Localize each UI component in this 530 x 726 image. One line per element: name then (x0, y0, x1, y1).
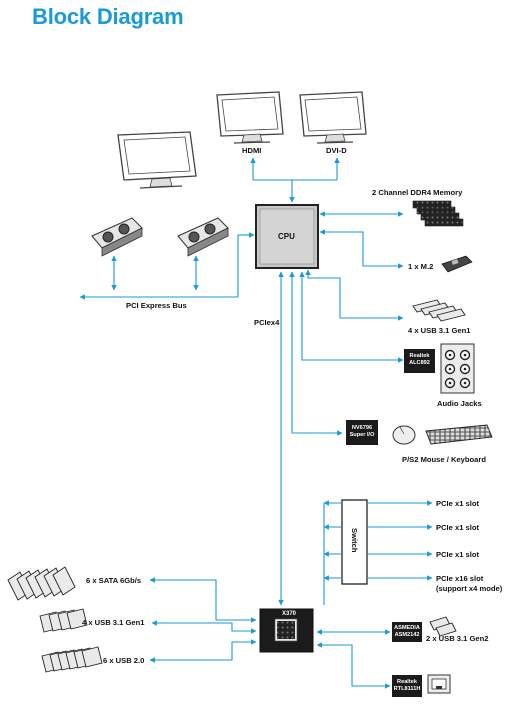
chipset-chip (259, 608, 314, 653)
m2-label: 1 x M.2 (408, 262, 434, 271)
m2-card-icon (441, 255, 473, 273)
chipset-links (149, 577, 391, 689)
ethernet-port-icon (427, 674, 451, 694)
usb31-rear-ports-icon (39, 608, 88, 633)
pci-express-bus-label: PCI Express Bus (126, 301, 187, 310)
pci-express-bus (79, 232, 255, 300)
graphics-card-right-icon (177, 217, 229, 257)
pcie-slot-3-label: PCIe x1 slot (436, 550, 480, 559)
lan-model: RTL8111H (393, 686, 421, 692)
hdmi-label: HDMI (242, 146, 262, 155)
memory-modules-icon (412, 200, 464, 227)
memory-label: 2 Channel DDR4 Memory (372, 188, 463, 197)
lan-controller-chip (392, 675, 422, 697)
cpu-chip (255, 204, 319, 269)
asmedia-brand: ASMEDIA (394, 625, 420, 631)
pcie-slot-2-label: PCIe x1 slot (436, 523, 480, 532)
ps2-label: P/S2 Mouse / Keyboard (402, 455, 486, 464)
sata-label: 6 x SATA 6Gb/s (86, 576, 142, 585)
asmedia-model: ASM2142 (394, 632, 420, 638)
usb31-label: 4 x USB 3.1 Gen1 (408, 326, 471, 335)
lan-brand: Realtek (397, 679, 417, 685)
switch-label: Switch (350, 528, 359, 553)
monitor-left-icon (117, 131, 197, 189)
cpu-peripheral-links (278, 211, 404, 606)
switch-links (323, 500, 433, 605)
audio-jacks-label: Audio Jacks (437, 399, 482, 408)
super-io-desc: Super I/O (349, 432, 375, 438)
super-io-model: NV6796 (351, 425, 373, 431)
asmedia-chip (392, 622, 422, 642)
audio-jacks-icon (440, 343, 475, 394)
usb31-ports-icon (412, 299, 466, 322)
super-io-label: NV6796 Super I/O (346, 425, 378, 439)
super-io-chip (346, 420, 378, 445)
lan-controller-label: Realtek RTL8111H (392, 679, 422, 693)
audio-codec-chip (404, 349, 435, 373)
pcie-slot-1-label: PCIe x1 slot (436, 499, 480, 508)
cpu-label: CPU (278, 232, 295, 241)
audio-codec-model: ALC892 (409, 360, 430, 366)
usb31-gen2-label: 2 x USB 3.1 Gen2 (426, 634, 489, 643)
pciex4-label: PCIex4 (254, 318, 280, 327)
display-connectors (250, 157, 340, 203)
pcie-switch-box (341, 499, 368, 585)
usb20-ports-icon (41, 646, 103, 673)
dvid-label: DVI-D (326, 146, 347, 155)
audio-codec-label: Realtek ALC892 (404, 353, 435, 367)
asmedia-label: ASMEDIA ASM2142 (392, 625, 422, 639)
pcie-x16-slot-label: PCIe x16 slot (436, 574, 484, 583)
mouse-icon (392, 425, 416, 445)
audio-codec-brand: Realtek (409, 353, 430, 359)
chipset-label: X370 (282, 611, 297, 617)
graphics-card-left-icon (91, 217, 143, 257)
usb20-label: 6 x USB 2.0 (103, 656, 145, 665)
monitor-dvid-icon (299, 91, 367, 144)
usb31-gen2-ports-icon (429, 616, 457, 637)
sata-drives-icon (7, 566, 76, 601)
monitor-hdmi-icon (216, 91, 284, 144)
page-title: Block Diagram (32, 4, 184, 29)
usb31-rear-label: 4 x USB 3.1 Gen1 (82, 618, 145, 627)
pcie-x16-note-label: (support x4 mode) (436, 584, 503, 593)
keyboard-icon (425, 424, 493, 445)
